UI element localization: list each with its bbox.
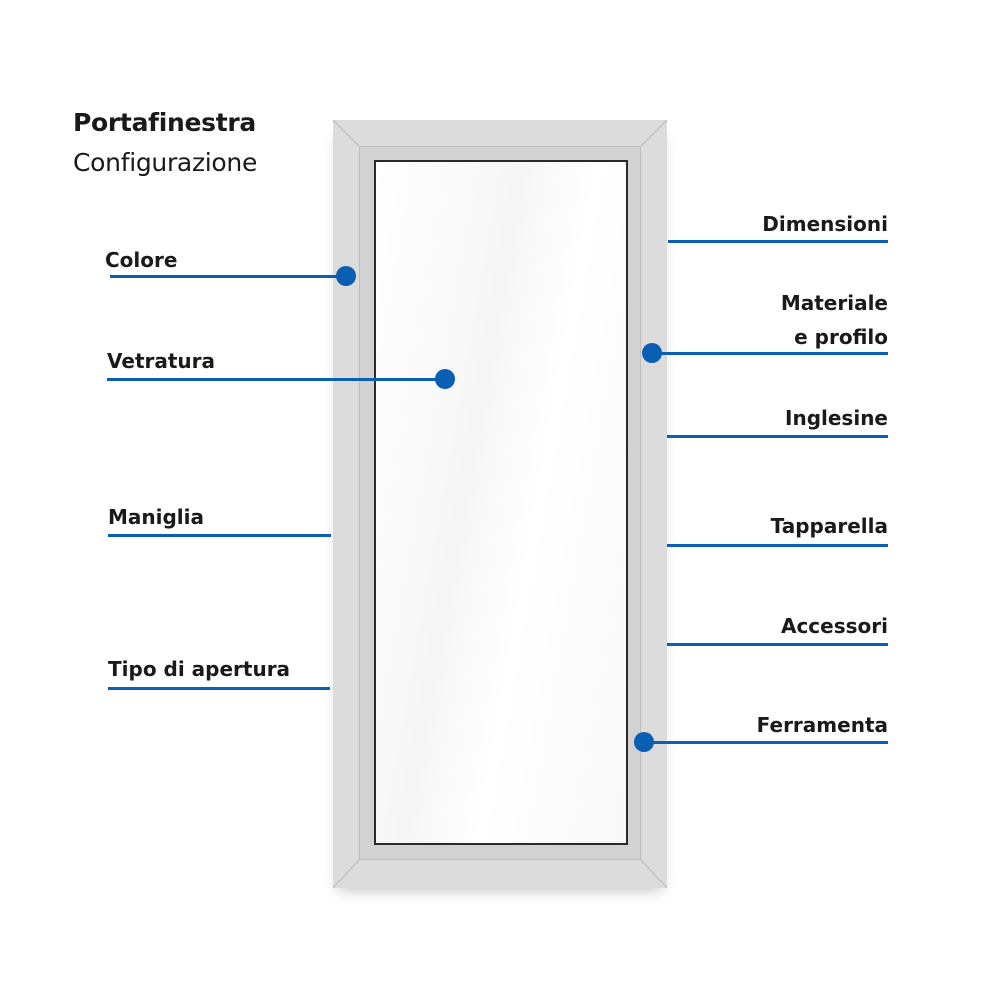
- callout-dimensioni-line: [668, 240, 888, 243]
- callout-colore-line: [110, 275, 346, 278]
- callout-materiale-line: [652, 352, 888, 355]
- callout-vetratura-line: [107, 378, 445, 381]
- callout-profilo[interactable]: e profilo: [794, 325, 888, 349]
- callout-tapparella[interactable]: Tapparella: [770, 514, 888, 538]
- page-subtitle: Configurazione: [73, 148, 258, 177]
- callout-maniglia[interactable]: Maniglia: [108, 505, 205, 529]
- callout-inglesine[interactable]: Inglesine: [785, 406, 888, 430]
- callout-materiale[interactable]: Materiale: [780, 291, 888, 315]
- window-glass: [374, 160, 628, 845]
- callout-maniglia-line: [108, 534, 331, 537]
- callout-vetratura[interactable]: Vetratura: [107, 349, 216, 373]
- ferramenta-dot-icon[interactable]: [634, 732, 654, 752]
- materiale-dot-icon[interactable]: [642, 343, 662, 363]
- callout-inglesine-line: [667, 435, 888, 438]
- frame-miter-lines: [333, 120, 667, 888]
- callout-ferramenta-line: [644, 741, 888, 744]
- callout-colore[interactable]: Colore: [105, 248, 178, 272]
- colore-dot-icon[interactable]: [336, 266, 356, 286]
- page-title: Portafinestra: [73, 108, 256, 137]
- callout-tipo-di-apertura-line: [108, 687, 330, 690]
- callout-accessori[interactable]: Accessori: [780, 614, 888, 638]
- callout-accessori-line: [667, 643, 888, 646]
- callout-tipo-di-apertura[interactable]: Tipo di apertura: [108, 657, 291, 681]
- callout-dimensioni[interactable]: Dimensioni: [762, 212, 888, 236]
- callout-tapparella-line: [667, 544, 888, 547]
- vetratura-dot-icon[interactable]: [435, 369, 455, 389]
- callout-ferramenta[interactable]: Ferramenta: [756, 713, 888, 737]
